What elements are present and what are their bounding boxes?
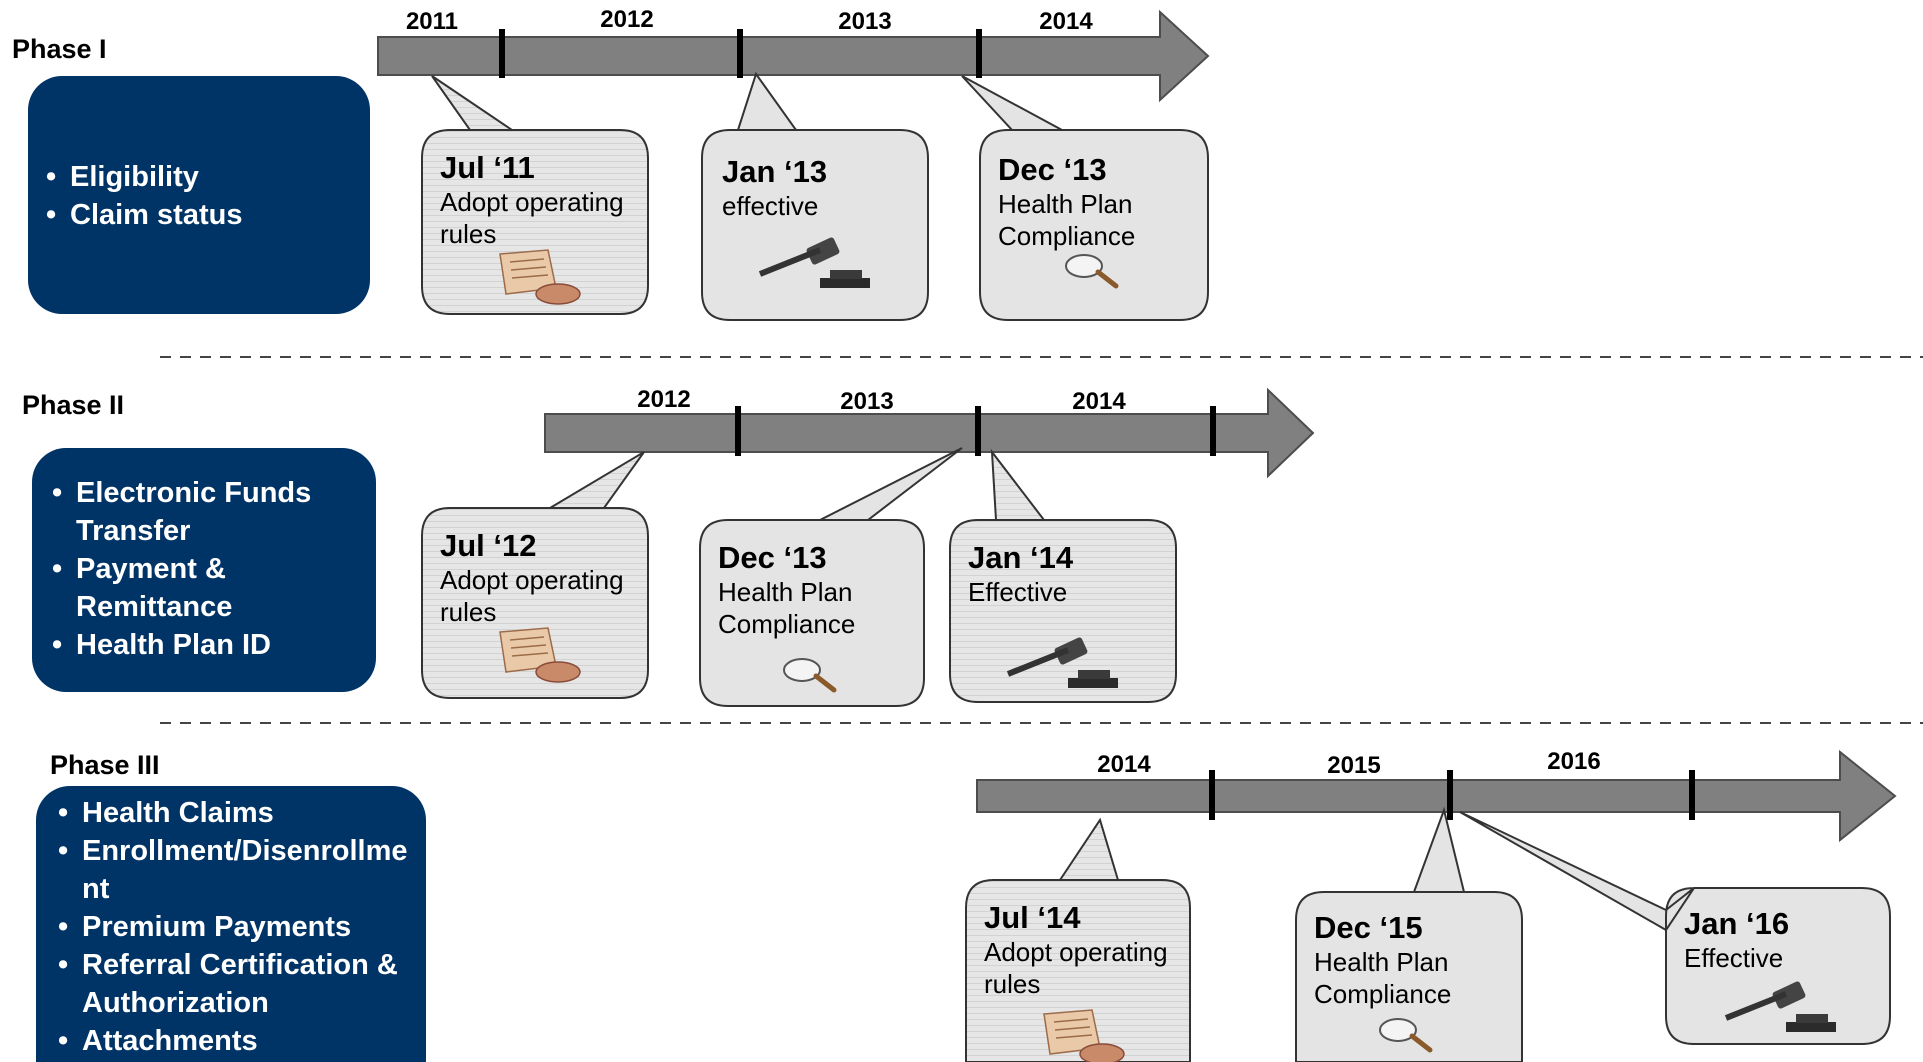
milestone-description: Health Plan (718, 577, 853, 607)
topic-item: Premium Payments (58, 908, 416, 946)
topic-item: Enrollment/Disenrollment (58, 832, 416, 908)
callout-bubble (701, 71, 929, 321)
milestone-description: rules (984, 969, 1041, 999)
timeline-arrow-phase-2 (544, 387, 1315, 479)
milestone-date: Jul ‘12 (440, 528, 537, 563)
milestone-date: Jul ‘11 (440, 150, 535, 185)
year-label: 2014 (1097, 751, 1151, 778)
gavel-icon (1724, 981, 1836, 1032)
document-hand-icon (1043, 1009, 1125, 1062)
milestone-description: Effective (1684, 943, 1784, 973)
callout-text: Dec ‘13 Health Plan Compliance (998, 152, 1135, 252)
milestone-date: Jan ‘14 (968, 540, 1074, 575)
gavel-icon (1006, 637, 1118, 688)
callout-text: Dec ‘15 Health Plan Compliance (1314, 910, 1451, 1010)
topic-item: Eligibility (46, 158, 360, 196)
milestone-date: Jul ‘14 (984, 900, 1081, 935)
timeline-arrow-phase-3 (976, 749, 1897, 843)
milestone-description: Adopt operating (984, 937, 1168, 967)
year-label: 2014 (1072, 388, 1126, 415)
magnifier-icon (1065, 254, 1119, 289)
callout-bubble (965, 817, 1191, 1062)
milestone-description: Adopt operating (440, 565, 624, 595)
topic-box-phase-2: Electronic Funds Transfer Payment & Remi… (32, 448, 376, 692)
callout-text: Dec ‘13 Health Plan Compliance (718, 540, 855, 640)
year-label: 2011 (405, 8, 459, 35)
callout-bubble (1459, 811, 1891, 1045)
callout-bubble (949, 448, 1177, 703)
magnifier-icon (1379, 1018, 1433, 1053)
callout-text: Jan ‘16 Effective (1684, 906, 1789, 974)
milestone-description: Compliance (1314, 979, 1452, 1009)
milestone-description: Compliance (998, 221, 1136, 251)
milestone-date: Jan ‘13 (722, 154, 828, 189)
timeline-arrow-phase-1 (377, 9, 1210, 103)
phase-title: Phase I (12, 34, 107, 64)
year-label: 2012 (600, 6, 654, 33)
topic-item: Health Claims (58, 794, 416, 832)
topic-box-phase-3: Health Claims Enrollment/Disenrollment P… (36, 786, 426, 1062)
year-label: 2013 (840, 388, 894, 415)
milestone-date: Jan ‘16 (1684, 906, 1790, 941)
topic-item: Electronic Funds Transfer (52, 474, 366, 550)
year-label: 2016 (1547, 748, 1601, 775)
callout-text: Jul ‘11 Adopt operating rules (440, 150, 624, 250)
milestone-description: rules (440, 219, 497, 249)
year-label: 2012 (637, 386, 691, 413)
callout-bubble (421, 451, 649, 699)
topic-item: Referral Certification & Authorization (58, 946, 416, 1022)
milestone-date: Dec ‘13 (718, 540, 827, 575)
callout-text: Jan ‘13 effective (722, 154, 827, 222)
callout-text: Jul ‘12 Adopt operating rules (440, 528, 624, 628)
phase-title: Phase II (22, 390, 125, 420)
topic-item: Health Plan ID (52, 626, 366, 664)
milestone-description: rules (440, 597, 497, 627)
milestone-description: Effective (968, 577, 1068, 607)
year-label: 2014 (1039, 8, 1093, 35)
milestone-description: Health Plan (1314, 947, 1449, 977)
milestone-description: Adopt operating (440, 187, 624, 217)
callout-text: Jan ‘14 Effective (968, 540, 1073, 608)
milestone-description: effective (722, 191, 819, 221)
phase-title: Phase III (50, 750, 160, 780)
magnifier-icon (783, 658, 837, 693)
topic-box-phase-1: Eligibility Claim status (28, 76, 370, 314)
callout-bubble (699, 447, 963, 707)
gavel-icon (758, 237, 870, 288)
topic-item: Payment & Remittance (52, 550, 366, 626)
callout-bubble (421, 75, 649, 315)
topic-item: Attachments (58, 1022, 416, 1060)
milestone-description: Health Plan (998, 189, 1133, 219)
milestone-date: Dec ‘13 (998, 152, 1107, 187)
year-label: 2013 (838, 8, 892, 35)
document-hand-icon (499, 249, 581, 305)
callout-bubble (1295, 806, 1523, 1062)
milestone-description: Compliance (718, 609, 856, 639)
document-hand-icon (499, 627, 581, 683)
year-label: 2015 (1327, 752, 1381, 779)
callout-bubble (961, 75, 1209, 321)
callout-text: Jul ‘14 Adopt operating rules (984, 900, 1168, 1000)
milestone-date: Dec ‘15 (1314, 910, 1423, 945)
topic-item: Claim status (46, 196, 360, 234)
